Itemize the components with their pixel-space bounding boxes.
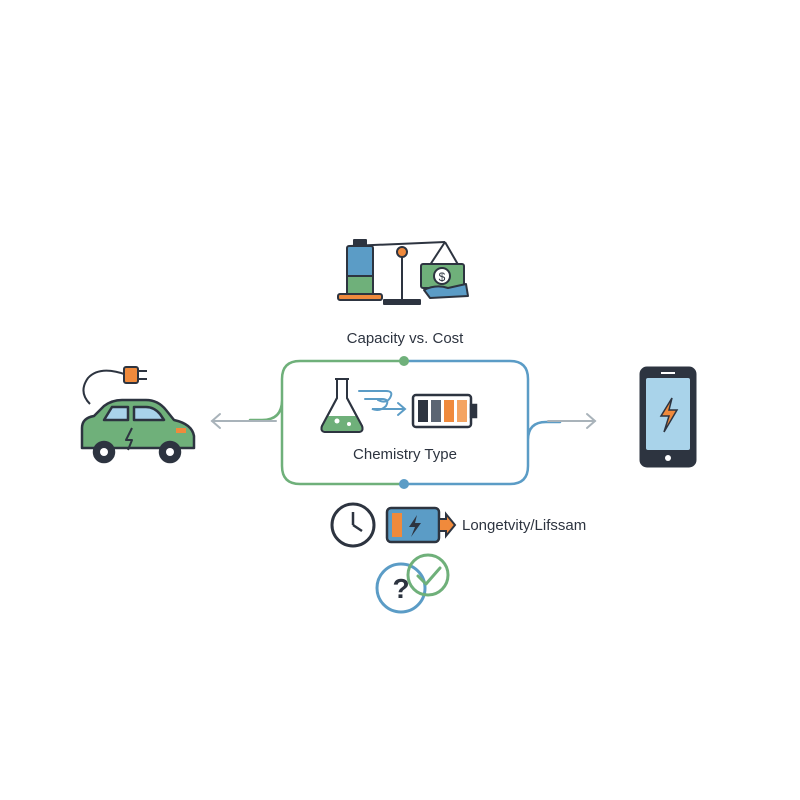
svg-text:$: $ [439,270,446,284]
flow-arrow [358,390,407,416]
loop-right-arc [402,359,562,486]
longevity-label: Longetvity/Lifssam [462,517,587,534]
smartphone-icon [639,366,697,468]
arrow-to-phone [547,413,597,429]
loop-bottom-node [399,479,409,489]
question-check-icon: ? [375,553,450,614]
balance-scale-icon: $ [337,239,469,305]
clock-icon [330,502,376,548]
capacity-vs-cost-label: Capacity vs. Cost [346,330,464,347]
flask-icon [320,378,364,433]
loop-top-node [399,356,409,366]
plug-icon [82,366,147,405]
chemistry-loop [248,356,562,489]
battery-icon [411,393,478,429]
svg-text:?: ? [392,573,409,604]
money-hand-icon: $ [420,263,469,299]
loop-left-arc [248,359,406,486]
scale-battery [337,239,383,301]
arrow-to-car [210,413,277,429]
charging-battery-icon [385,506,457,544]
electric-car-icon [80,398,196,464]
chemistry-type-label: Chemistry Type [353,446,457,463]
